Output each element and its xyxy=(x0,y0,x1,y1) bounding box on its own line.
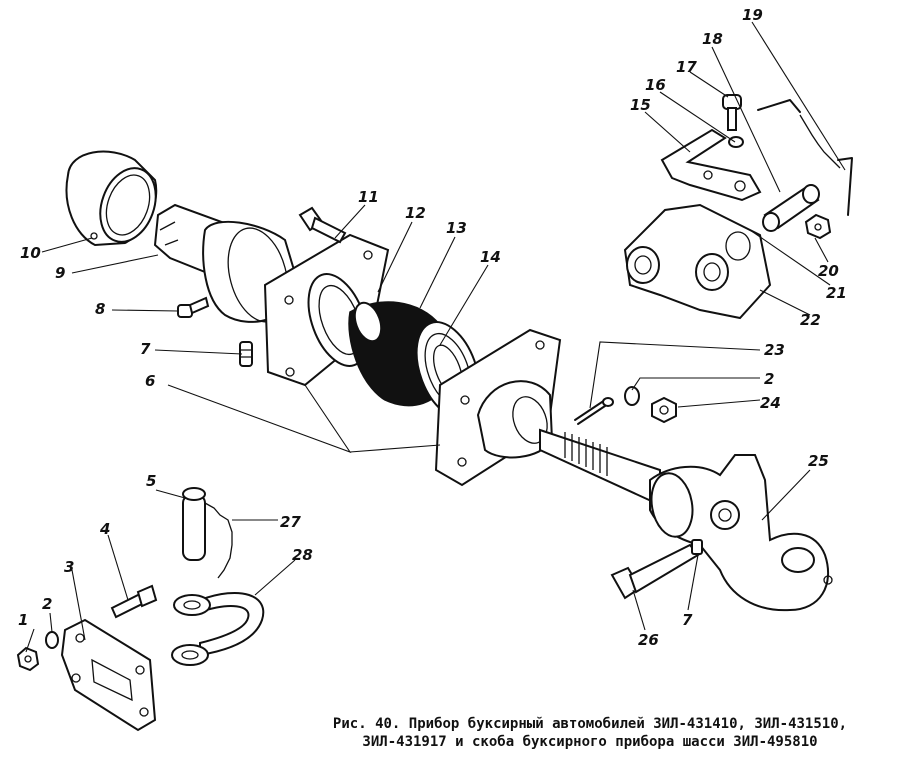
part-labels: 1 2 3 4 5 6 7 8 9 10 11 12 13 14 15 16 1… xyxy=(18,6,847,649)
label-5: 5 xyxy=(146,472,156,490)
figure-caption: Рис. 40. Прибор буксирный автомобилей ЗИ… xyxy=(290,715,890,751)
label-14: 14 xyxy=(480,248,501,266)
leader-lines xyxy=(25,21,846,653)
label-2-upper: 2 xyxy=(764,370,774,388)
label-25: 25 xyxy=(808,452,829,470)
part-15-latch xyxy=(660,128,762,202)
part-10-cap xyxy=(65,150,158,247)
part-3-bracket xyxy=(60,618,157,732)
label-15: 15 xyxy=(630,96,651,114)
label-27: 27 xyxy=(280,513,301,531)
label-1: 1 xyxy=(18,611,28,629)
part-27-chain xyxy=(204,502,233,579)
part-22-bracket xyxy=(623,203,772,320)
label-9: 9 xyxy=(55,264,65,282)
label-7: 7 xyxy=(140,340,151,358)
label-23: 23 xyxy=(764,341,785,359)
part-16-washer xyxy=(728,136,744,148)
label-12: 12 xyxy=(405,204,426,222)
part-25-hook xyxy=(649,454,833,612)
label-8: 8 xyxy=(95,300,105,318)
part-11-bolt xyxy=(298,206,347,244)
label-13: 13 xyxy=(446,219,467,237)
part-5-pin xyxy=(182,487,206,561)
part-2-washer-lower xyxy=(45,631,59,649)
label-19: 19 xyxy=(742,6,763,24)
part-19-chain xyxy=(757,99,853,216)
label-20: 20 xyxy=(818,262,839,280)
part-28-shackle xyxy=(171,592,265,666)
label-18: 18 xyxy=(702,30,723,48)
label-17: 17 xyxy=(676,58,697,76)
label-10: 10 xyxy=(20,244,41,262)
label-7-hook: 7 xyxy=(682,611,693,629)
label-16: 16 xyxy=(645,76,666,94)
label-22: 22 xyxy=(800,311,821,329)
part-18-pin xyxy=(762,184,820,232)
label-3: 3 xyxy=(64,558,74,576)
label-21: 21 xyxy=(826,284,847,302)
part-17-bolt xyxy=(722,94,742,131)
caption-line-2: ЗИЛ-431917 и скоба буксирного прибора ша… xyxy=(362,734,818,750)
part-1-nut xyxy=(16,646,40,672)
part-8-screw xyxy=(177,296,210,318)
part-6-flange-right xyxy=(434,328,562,487)
label-4: 4 xyxy=(99,520,110,538)
label-11: 11 xyxy=(358,188,379,206)
part-2-washer-upper xyxy=(624,386,640,406)
caption-line-1: Рис. 40. Прибор буксирный автомобилей ЗИ… xyxy=(332,716,848,732)
label-24: 24 xyxy=(760,394,781,412)
part-23-cotter-pin xyxy=(574,397,614,425)
part-4-bolt xyxy=(110,584,158,619)
part-7-grease-nipple-hook xyxy=(691,539,703,555)
part-20-nut xyxy=(804,213,832,240)
hook-shank xyxy=(539,428,661,507)
label-26: 26 xyxy=(638,631,659,649)
part-26-bolt xyxy=(610,543,700,600)
label-28: 28 xyxy=(292,546,313,564)
part-24-nut xyxy=(651,396,677,424)
label-6: 6 xyxy=(145,372,155,390)
label-2-lower: 2 xyxy=(42,595,52,613)
